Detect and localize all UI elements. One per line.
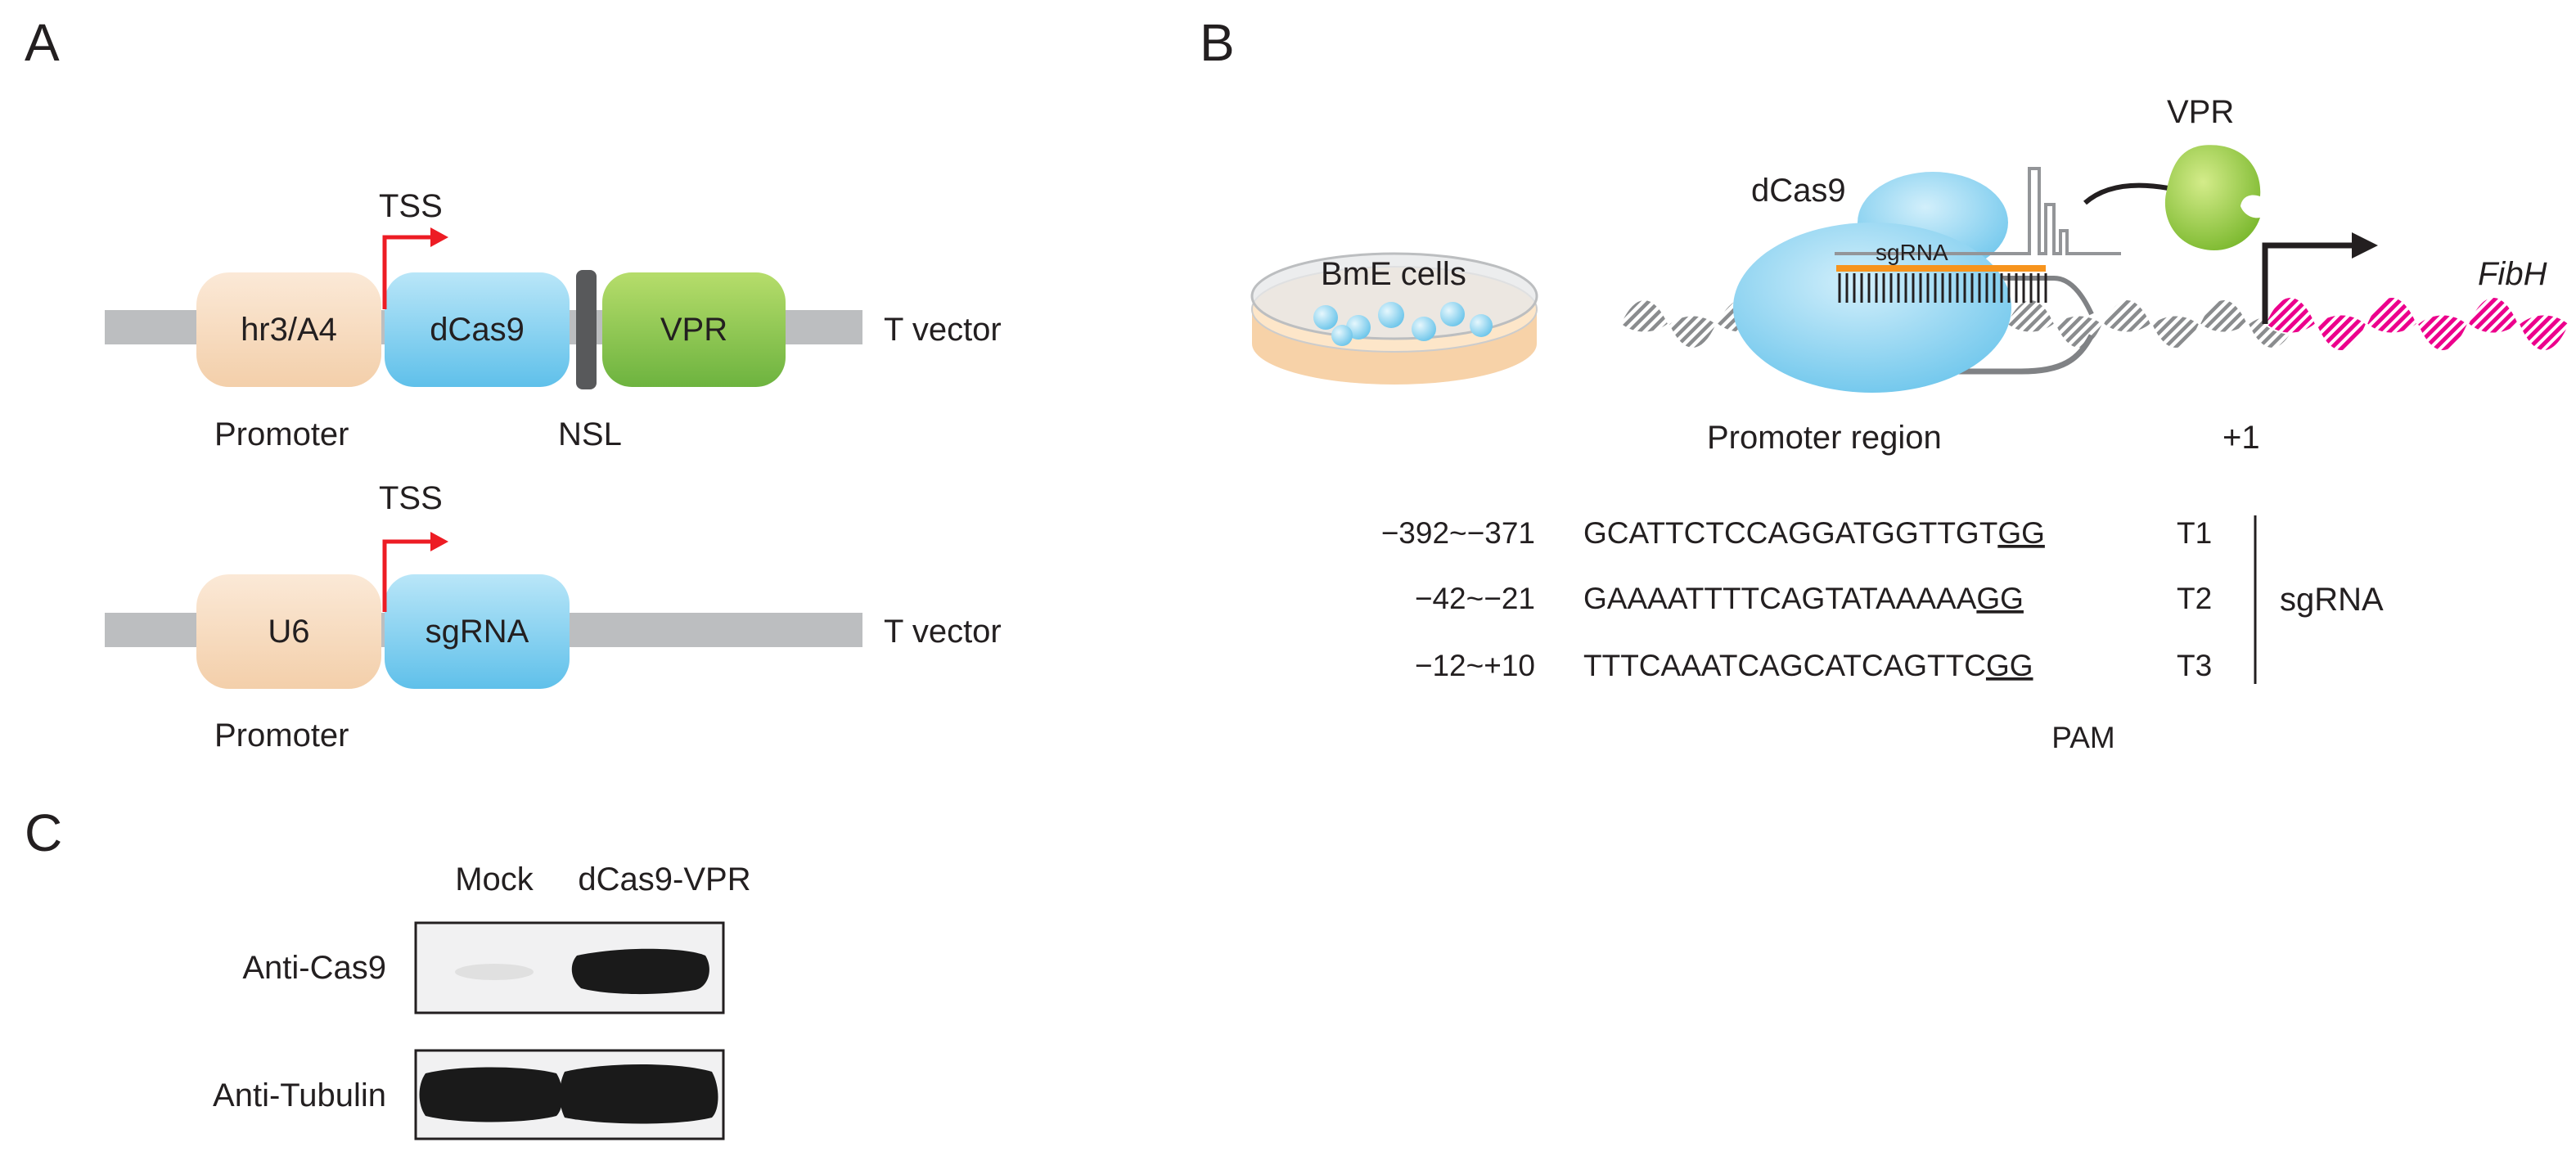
nsl-caption: NSL	[558, 416, 622, 452]
target-name: T2	[2177, 582, 2212, 615]
promoter-box-1-label: hr3/A4	[241, 312, 337, 348]
band-mock-faint	[455, 964, 534, 980]
tss-label-1: TSS	[379, 188, 443, 224]
row-label-anti-cas9: Anti-Cas9	[242, 950, 386, 986]
cell	[1378, 302, 1404, 328]
target-position: −42~−21	[1415, 582, 1535, 615]
sgrna-box-label: sgRNA	[426, 614, 529, 650]
panel-b-letter: B	[1200, 13, 1235, 72]
blot-anti-cas9	[414, 921, 725, 1014]
target-pam: GG	[1986, 649, 2033, 682]
promoter-box-1	[196, 272, 381, 387]
lane-label-dcas9-vpr: dCas9-VPR	[578, 861, 750, 897]
vpr-blob	[2164, 145, 2261, 251]
promoter-caption-1: Promoter	[214, 416, 349, 452]
tss-label-2: TSS	[379, 480, 443, 516]
target-name: T3	[2177, 649, 2212, 682]
target-row: −392~−371 GCATTCTCCAGGATGGTTGTGG T1	[1381, 516, 2212, 550]
target-row: −12~+10 TTTCAAATCAGCATCAGTTCGG T3	[1415, 649, 2212, 682]
promoter-box-2-label: U6	[268, 614, 309, 650]
vpr-label-b: VPR	[2167, 94, 2234, 130]
vpr-linker	[2083, 182, 2169, 205]
lane-label-mock: Mock	[455, 861, 534, 897]
dcas9-complex	[1733, 167, 2121, 393]
promoter-caption-2: Promoter	[214, 717, 349, 753]
panel-c-letter: C	[25, 803, 62, 862]
target-pam: GG	[1997, 516, 2045, 550]
cell	[1313, 305, 1338, 330]
t-vector-label-1: T vector	[884, 312, 1002, 348]
target-table: −392~−371 GCATTCTCCAGGATGGTTGTGG T1 −42~…	[1381, 515, 2384, 754]
band-tubulin-mock	[419, 1067, 563, 1122]
culture-dish	[1250, 252, 1538, 385]
target-position: −12~+10	[1415, 649, 1535, 682]
vector-backbone-1-right	[786, 310, 862, 344]
svg-text:GAAAATTTTCAGTATAAAAAGG: GAAAATTTTCAGTATAAAAAGG	[1583, 582, 2024, 615]
band-dcas9-vpr	[571, 948, 709, 995]
target-pam: GG	[1976, 582, 2024, 615]
promoter-box-2	[196, 574, 381, 689]
target-sequence: TTTCAAATCAGCATCAGTTC	[1583, 649, 1986, 682]
group-label: sgRNA	[2280, 582, 2384, 618]
blot-anti-tubulin	[414, 1049, 725, 1140]
vpr-box-1-label: VPR	[660, 312, 727, 348]
target-row: −42~−21 GAAAATTTTCAGTATAAAAAGG T2	[1415, 582, 2212, 615]
fibh-label: FibH	[2478, 256, 2547, 292]
target-sequence: GAAAATTTTCAGTATAAAAA	[1583, 582, 1977, 615]
tss-arrow-2	[382, 532, 448, 612]
transcription-start-arrow	[2262, 232, 2378, 324]
cell	[1412, 317, 1436, 341]
t-vector-label-2: T vector	[884, 614, 1002, 650]
svg-text:TTTCAAATCAGCATCAGTTCGG: TTTCAAATCAGCATCAGTTCGG	[1583, 649, 2033, 682]
promoter-region-label: Promoter region	[1707, 420, 1942, 456]
vpr-box-1	[602, 272, 786, 387]
target-sequence: GCATTCTCCAGGATGGTTGT	[1583, 516, 1997, 550]
pam-label: PAM	[2051, 721, 2114, 754]
dcas9-complex-label: dCas9	[1751, 173, 1846, 209]
panel-a-letter: A	[25, 13, 60, 72]
target-name: T1	[2177, 516, 2212, 550]
cell	[1331, 325, 1353, 346]
dish-label: BmE cells	[1321, 256, 1466, 292]
plus-one-label: +1	[2222, 420, 2260, 456]
sgrna-box	[385, 574, 570, 689]
cell	[1470, 314, 1493, 337]
fibh-dna-helix	[2263, 296, 2571, 352]
cell	[1440, 302, 1465, 326]
svg-text:GCATTCTCCAGGATGGTTGTGG: GCATTCTCCAGGATGGTTGTGG	[1583, 516, 2045, 550]
band-tubulin-dcas9-vpr	[560, 1064, 718, 1124]
dcas9-box-1-label: dCas9	[430, 312, 525, 348]
target-position: −392~−371	[1381, 516, 1535, 550]
row-label-anti-tubulin: Anti-Tubulin	[213, 1077, 386, 1113]
dcas9-box-1	[385, 272, 570, 387]
sgrna-complex-label: sgRNA	[1876, 240, 1948, 265]
nsl-block	[576, 270, 597, 389]
sgrna-strand	[1836, 265, 2046, 272]
tss-arrow-1	[382, 227, 448, 309]
